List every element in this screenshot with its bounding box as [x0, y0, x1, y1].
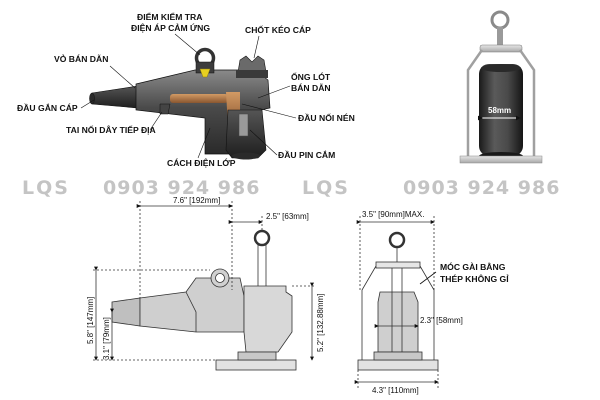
watermark-brand-right: LQS [302, 177, 350, 199]
front-base [357, 359, 439, 371]
cutaway-illustration [89, 47, 271, 160]
test-point-cap [199, 68, 211, 78]
photo-bail-right [518, 49, 536, 158]
callout-clamp-line1: MÓC GÀI BẰNG [440, 261, 506, 272]
pulling-eye [237, 55, 267, 73]
front-body [377, 291, 419, 353]
callout-semi-conductive-shell: VỎ BÁN DẪN [54, 53, 108, 64]
ground-tab [159, 103, 171, 115]
callout-clamp-line2: THÉP KHÔNG GỈ [440, 273, 509, 284]
side-base [215, 359, 297, 371]
front-lifting-eye [388, 231, 406, 249]
watermark-phone-left: 0903 924 986 [103, 177, 260, 199]
callout-test-point-line1: ĐIỂM KIỂM TRA [137, 11, 202, 22]
dim-height-total: 5.8" [147mm] [86, 297, 95, 344]
product-photo: 58mm [432, 8, 582, 168]
dim-length: 7.6" [192mm] [173, 196, 220, 205]
callout-insulation: CÁCH ĐIỆN LỚP [167, 157, 236, 168]
cable-adapter-tube [91, 85, 139, 109]
side-cable [111, 297, 141, 327]
side-bushing [243, 285, 293, 353]
callout-pulling-eye: CHỐT KÉO CÁP [245, 24, 311, 35]
front-view-dimensions: 3.5" [90mm]MAX. 2.3" [58mm] 4.3" [110mm]… [362, 210, 509, 395]
callouts: ĐIỂM KIỂM TRA ĐIỆN ÁP CẢM ỨNG CHỐT KÉO C… [17, 11, 355, 168]
callout-compression-connector: ĐẦU NỐI NÉN [298, 112, 355, 123]
copper-conductor [170, 94, 228, 103]
photo-dim-label: 58mm [488, 106, 511, 115]
side-view-drawing [93, 201, 316, 371]
side-view-dimensions: 7.6" [192mm] 2.5" [63mm] 5.8" [147mm] 3.… [86, 196, 325, 360]
dim-front-max: 3.5" [90mm]MAX. [362, 210, 424, 219]
front-view-drawing [354, 216, 439, 388]
callout-cable-adapter: ĐẦU GẮN CÁP [17, 103, 78, 113]
callout-test-point-line2: ĐIỆN ÁP CẢM ỨNG [131, 22, 210, 33]
dim-front-inner: 2.3" [58mm] [420, 316, 463, 325]
watermark-phone-right: 0903 924 986 [403, 177, 560, 199]
side-body [139, 277, 245, 333]
dim-eye-offset: 2.5" [63mm] [266, 212, 309, 221]
photo-sleeve [479, 64, 523, 156]
dim-height-right: 5.2" [132.88mm] [316, 294, 325, 352]
watermark-brand-left: LQS [22, 177, 70, 199]
side-lifting-eye [253, 229, 271, 247]
callout-conductive-sleeve-line1: ỐNG LÓT [291, 71, 331, 82]
dim-height-lower: 3.1" [79mm] [102, 317, 111, 360]
callout-conductive-sleeve-line2: BÁN DẪN [291, 82, 331, 93]
callout-ground-tab: TAI NỐI DÂY TIẾP ĐỊA [66, 124, 156, 135]
callout-pin-contact: ĐẦU PIN CẮM [278, 150, 335, 160]
photo-bail-left [466, 49, 484, 158]
pin-contact [238, 113, 249, 137]
watermark: LQS 0903 924 986 LQS 0903 924 986 [22, 177, 560, 199]
dim-front-base: 4.3" [110mm] [372, 386, 419, 395]
